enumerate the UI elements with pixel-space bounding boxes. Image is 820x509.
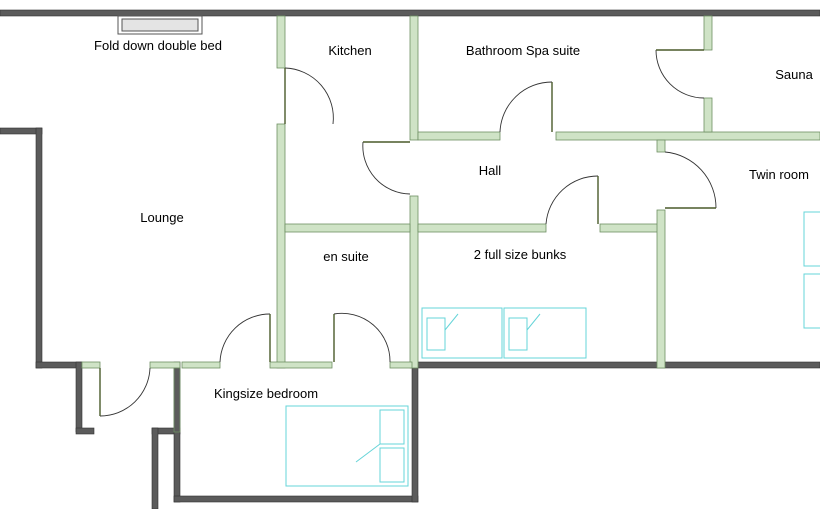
label-sauna: Sauna: [775, 67, 813, 82]
bed-icon: [285, 405, 409, 487]
interior-walls: [81, 15, 820, 433]
room-labels: Fold down double bed Kitchen Bathroom Sp…: [94, 38, 814, 401]
door-swing-icon: [499, 81, 553, 133]
door-swing-icon: [655, 49, 705, 99]
label-kitchen: Kitchen: [328, 43, 371, 58]
label-bathroom: Bathroom Spa suite: [466, 43, 580, 58]
label-hall: Hall: [479, 163, 502, 178]
twin-bed-icon: [803, 211, 820, 329]
window-icon: [117, 15, 203, 35]
doors: [99, 49, 717, 417]
door-swing-icon: [99, 367, 151, 417]
door-swing-icon: [333, 312, 391, 363]
label-kingsize: Kingsize bedroom: [214, 386, 318, 401]
label-bunks: 2 full size bunks: [474, 247, 567, 262]
door-swing-icon: [362, 141, 411, 195]
door-swing-icon: [545, 175, 599, 225]
label-lounge: Lounge: [140, 210, 183, 225]
bunk-bed-icon: [421, 307, 587, 359]
door-swing-icon: [664, 151, 717, 209]
label-fold-down-bed: Fold down double bed: [94, 38, 222, 53]
door-swing-icon: [219, 313, 271, 363]
label-en-suite: en suite: [323, 249, 369, 264]
door-swing-icon: [284, 67, 334, 125]
label-twin-room: Twin room: [749, 167, 809, 182]
